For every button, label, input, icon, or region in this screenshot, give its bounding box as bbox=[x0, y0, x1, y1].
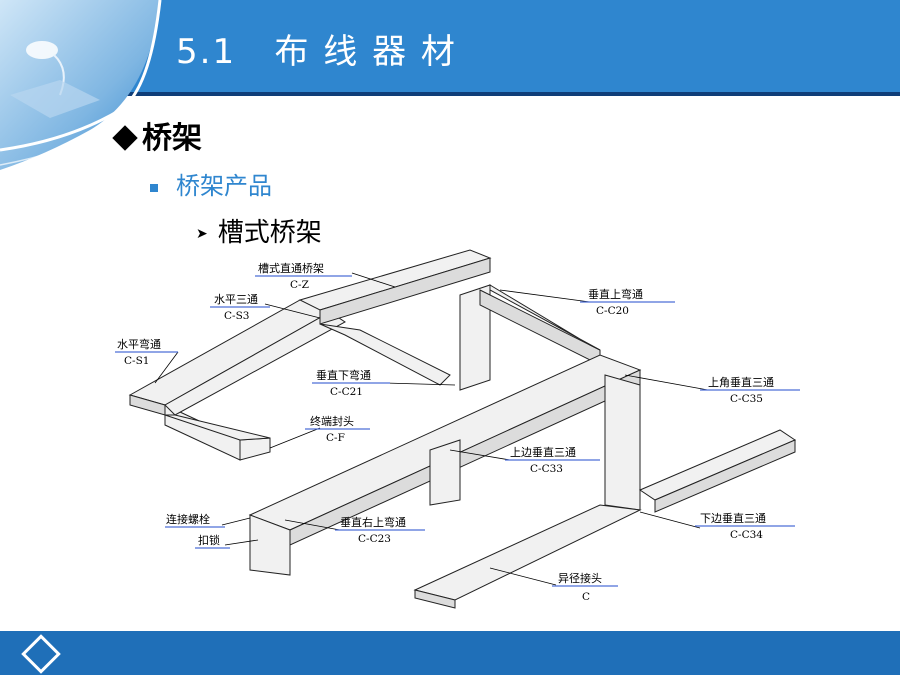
label-cs1-name: 水平弯通 bbox=[117, 337, 161, 351]
label-czh-name: 槽式直通桥架 bbox=[258, 261, 324, 275]
outline-level1: 桥架 bbox=[112, 113, 202, 157]
label-cc33-code: C-C33 bbox=[530, 463, 563, 475]
label-cf-name: 终端封头 bbox=[310, 414, 354, 428]
outline-level2-text: 桥架产品 bbox=[176, 172, 272, 200]
outline-level2: 桥架产品 bbox=[150, 166, 272, 201]
label-cc35-name: 上角垂直三通 bbox=[708, 375, 774, 389]
label-cc33-name: 上边垂直三通 bbox=[510, 445, 576, 459]
square-bullet-icon bbox=[150, 183, 158, 192]
label-cc21-code: C-C21 bbox=[330, 386, 363, 398]
label-cc21-name: 垂直下弯通 bbox=[316, 368, 371, 382]
outline-level1-text: 桥架 bbox=[142, 121, 202, 156]
label-cc34-code: C-C34 bbox=[730, 529, 763, 541]
label-cs3-name: 水平三通 bbox=[214, 293, 258, 306]
label-c-name: 异径接头 bbox=[558, 572, 602, 585]
label-cc20-code: C-C20 bbox=[596, 305, 629, 317]
label-cc23-code: C-C23 bbox=[358, 533, 391, 545]
leader-lines bbox=[154, 272, 709, 586]
corner-decoration bbox=[0, 0, 162, 170]
label-cc35-code: C-C35 bbox=[730, 393, 763, 405]
arrow-bullet-icon: ➤ bbox=[196, 225, 208, 242]
label-bolt-name: 连接螺栓 bbox=[166, 512, 210, 526]
outline-level3-text: 槽式桥架 bbox=[217, 218, 322, 248]
mouse-icon bbox=[26, 41, 58, 59]
part-labels: 槽式直通桥架 C-Z 水平三通 C-S3 水平弯通 C-S1 垂直上弯通 C-C… bbox=[117, 261, 774, 603]
label-cc34-name: 下边垂直三通 bbox=[700, 511, 766, 525]
slide-header: 5.1 布 线 器 材 bbox=[0, 0, 900, 170]
label-cf-code: C-F bbox=[326, 432, 345, 444]
label-czh-code: C-Z bbox=[290, 279, 309, 291]
label-cs3-code: C-S3 bbox=[224, 310, 249, 322]
diamond-bullet-icon bbox=[112, 124, 138, 151]
label-cs1-code: C-S1 bbox=[124, 355, 149, 367]
cable-tray-diagram: 槽式直通桥架 C-Z 水平三通 C-S3 水平弯通 C-S1 垂直上弯通 C-C… bbox=[115, 249, 800, 609]
outline-level3: ➤ 槽式桥架 bbox=[196, 212, 322, 249]
label-cc23-name: 垂直右上弯通 bbox=[340, 515, 406, 529]
slide-footer bbox=[0, 631, 900, 675]
slide-title: 5.1 布 线 器 材 bbox=[176, 32, 457, 72]
label-underlines bbox=[115, 275, 800, 587]
label-lock-name: 扣锁 bbox=[198, 533, 220, 547]
header-underline bbox=[0, 92, 900, 96]
label-c-code: C bbox=[582, 591, 590, 603]
diamond-outline-icon bbox=[21, 634, 61, 674]
label-cc20-name: 垂直上弯通 bbox=[588, 287, 643, 301]
tray-structure bbox=[128, 249, 797, 609]
